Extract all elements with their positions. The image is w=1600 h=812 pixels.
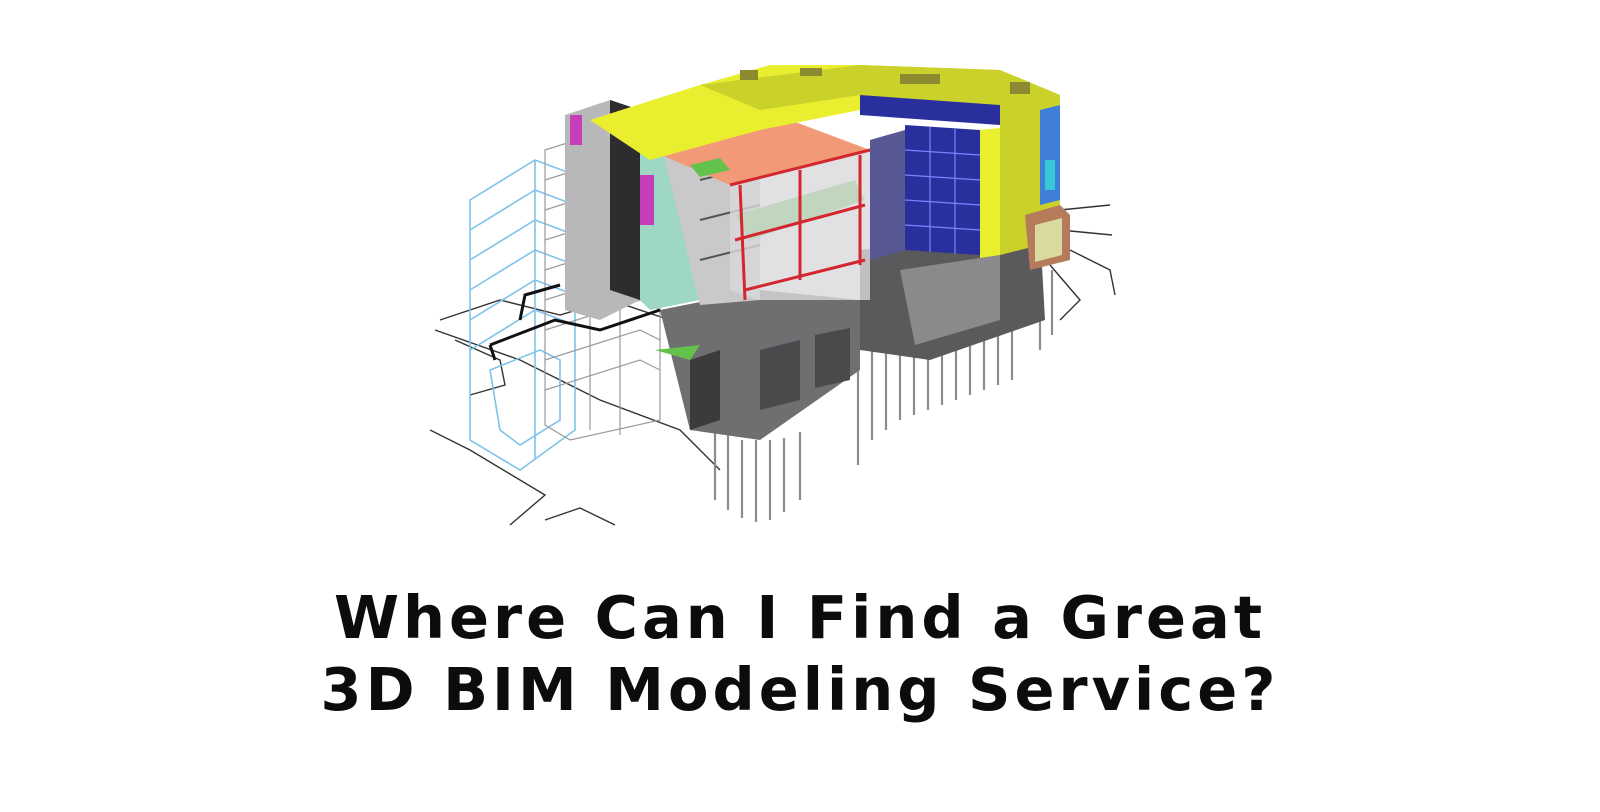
basement-block xyxy=(660,230,1045,440)
bim-building-illustration xyxy=(430,65,1116,526)
headline-line-1: Where Can I Find a Great xyxy=(333,583,1267,652)
balcony-bay xyxy=(1025,205,1070,270)
page-headline: Where Can I Find a Great 3D BIM Modeling… xyxy=(0,582,1600,726)
glazed-facade xyxy=(870,125,981,260)
wireframe-wing xyxy=(469,159,576,471)
duct-lines xyxy=(488,283,661,361)
roof-details xyxy=(740,68,1030,94)
cutaway-floors xyxy=(650,120,907,360)
headline-line-2: 3D BIM Modeling Service? xyxy=(320,655,1280,724)
